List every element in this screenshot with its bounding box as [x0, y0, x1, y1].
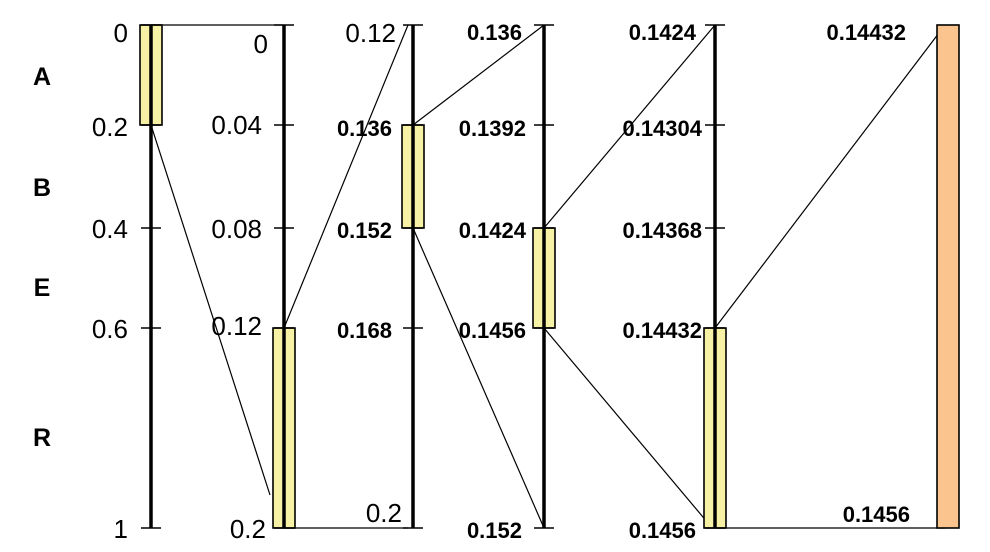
boundary-label: 0.4 [92, 214, 128, 244]
final-interval-high-label: 0.1456 [843, 502, 910, 527]
boundary-label: 0.2 [366, 498, 402, 528]
boundary-label: 0.08 [211, 214, 262, 244]
axis-ticks [141, 24, 725, 529]
boundary-label: 0.6 [92, 314, 128, 344]
connector-line [283, 24, 409, 329]
connector-line [412, 24, 545, 126]
connector-line [150, 124, 271, 496]
boundary-label: 0.14432 [622, 318, 702, 343]
boundary-label: 0 [114, 18, 128, 48]
boundary-label: 1 [114, 514, 128, 544]
final-interval-bar [936, 24, 960, 529]
boundary-label: 0.1456 [629, 518, 696, 543]
boundary-label: 0.2 [230, 514, 266, 544]
boundary-label: 0 [254, 29, 268, 59]
final-interval-low-label: 0.14432 [826, 20, 906, 45]
symbol-label-a: A [33, 63, 51, 91]
connector-line [714, 24, 946, 329]
boundary-label: 0.1456 [459, 318, 526, 343]
connector-line [412, 227, 545, 529]
boundary-label: 0.152 [467, 518, 522, 543]
boundary-label: 0.12 [345, 18, 396, 48]
boundary-label: 0.168 [337, 318, 392, 343]
boundary-label: 0.14368 [622, 218, 702, 243]
symbol-label-e: E [34, 274, 51, 302]
boundary-label: 0.12 [211, 311, 262, 341]
symbol-label-b: B [33, 174, 51, 202]
boundary-label: 0.04 [211, 110, 262, 140]
boundary-label: 0.1424 [629, 20, 697, 45]
boundary-label: 0.1424 [459, 218, 527, 243]
connector-line [543, 24, 716, 229]
boundary-label: 0.136 [337, 116, 392, 141]
symbol-label-r: R [33, 424, 51, 452]
connector-lines [150, 24, 946, 529]
connector-line [543, 327, 709, 524]
boundary-label: 0.136 [467, 20, 522, 45]
boundary-label: 0.152 [337, 218, 392, 243]
boundary-label: 0.2 [92, 112, 128, 142]
boundary-label: 0.1392 [459, 116, 526, 141]
boundary-label: 0.14304 [622, 116, 702, 141]
